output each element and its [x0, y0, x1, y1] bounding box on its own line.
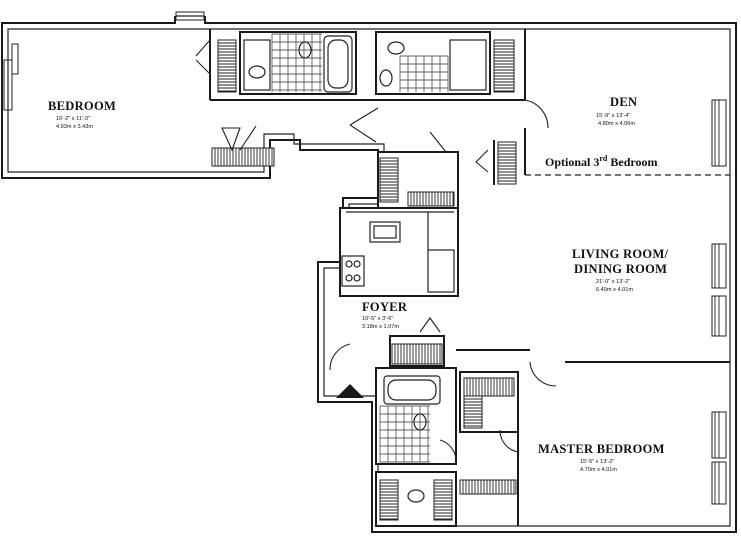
kitchen: [339, 207, 459, 297]
foyer-dim-m: 3.18m x 1.07m: [362, 324, 399, 330]
den-top-window: [11, 43, 19, 75]
closet-hatch-lines: [214, 42, 516, 520]
master-name: MASTER BEDROOM: [538, 442, 665, 456]
tile-grids: [271, 33, 449, 463]
bedroom-dim-ft: 16'-2" x 11'-3": [56, 116, 90, 122]
living-name-2: DINING ROOM: [574, 262, 667, 276]
bath2: [375, 31, 491, 95]
living-dim-ft: 21'-0" x 13'-2": [596, 279, 630, 285]
master-dim-m: 4.70m x 4.01m: [580, 467, 617, 473]
window-mullions: [714, 100, 720, 504]
bath1: [239, 31, 357, 95]
living-dim-m: 6.40m x 4.01m: [596, 287, 633, 293]
outer-wall-inner: [7, 28, 731, 527]
foyer-dim-ft: 10'-5" x 3'-6": [362, 316, 393, 322]
master-dim-ft: 15'-5" x 13'-2": [580, 459, 614, 465]
entry-arrow-icon: [336, 384, 364, 398]
foyer-name: FOYER: [362, 300, 408, 314]
bedroom-name: BEDROOM: [48, 99, 116, 113]
den-dim-ft: 15'-9" x 13'-4": [596, 113, 630, 119]
optional-bedroom-label: Optional 3rd Bedroom: [545, 154, 657, 169]
den-dim-m: 4.80m x 4.06m: [598, 121, 635, 127]
closet-hatches: [211, 39, 517, 521]
bedroom-dim-m: 4.93m x 3.43m: [56, 124, 93, 130]
den-name: DEN: [610, 95, 637, 109]
living-name-1: LIVING ROOM/: [572, 247, 669, 261]
doors: [195, 39, 557, 463]
kitchen-fixtures: [341, 211, 455, 293]
